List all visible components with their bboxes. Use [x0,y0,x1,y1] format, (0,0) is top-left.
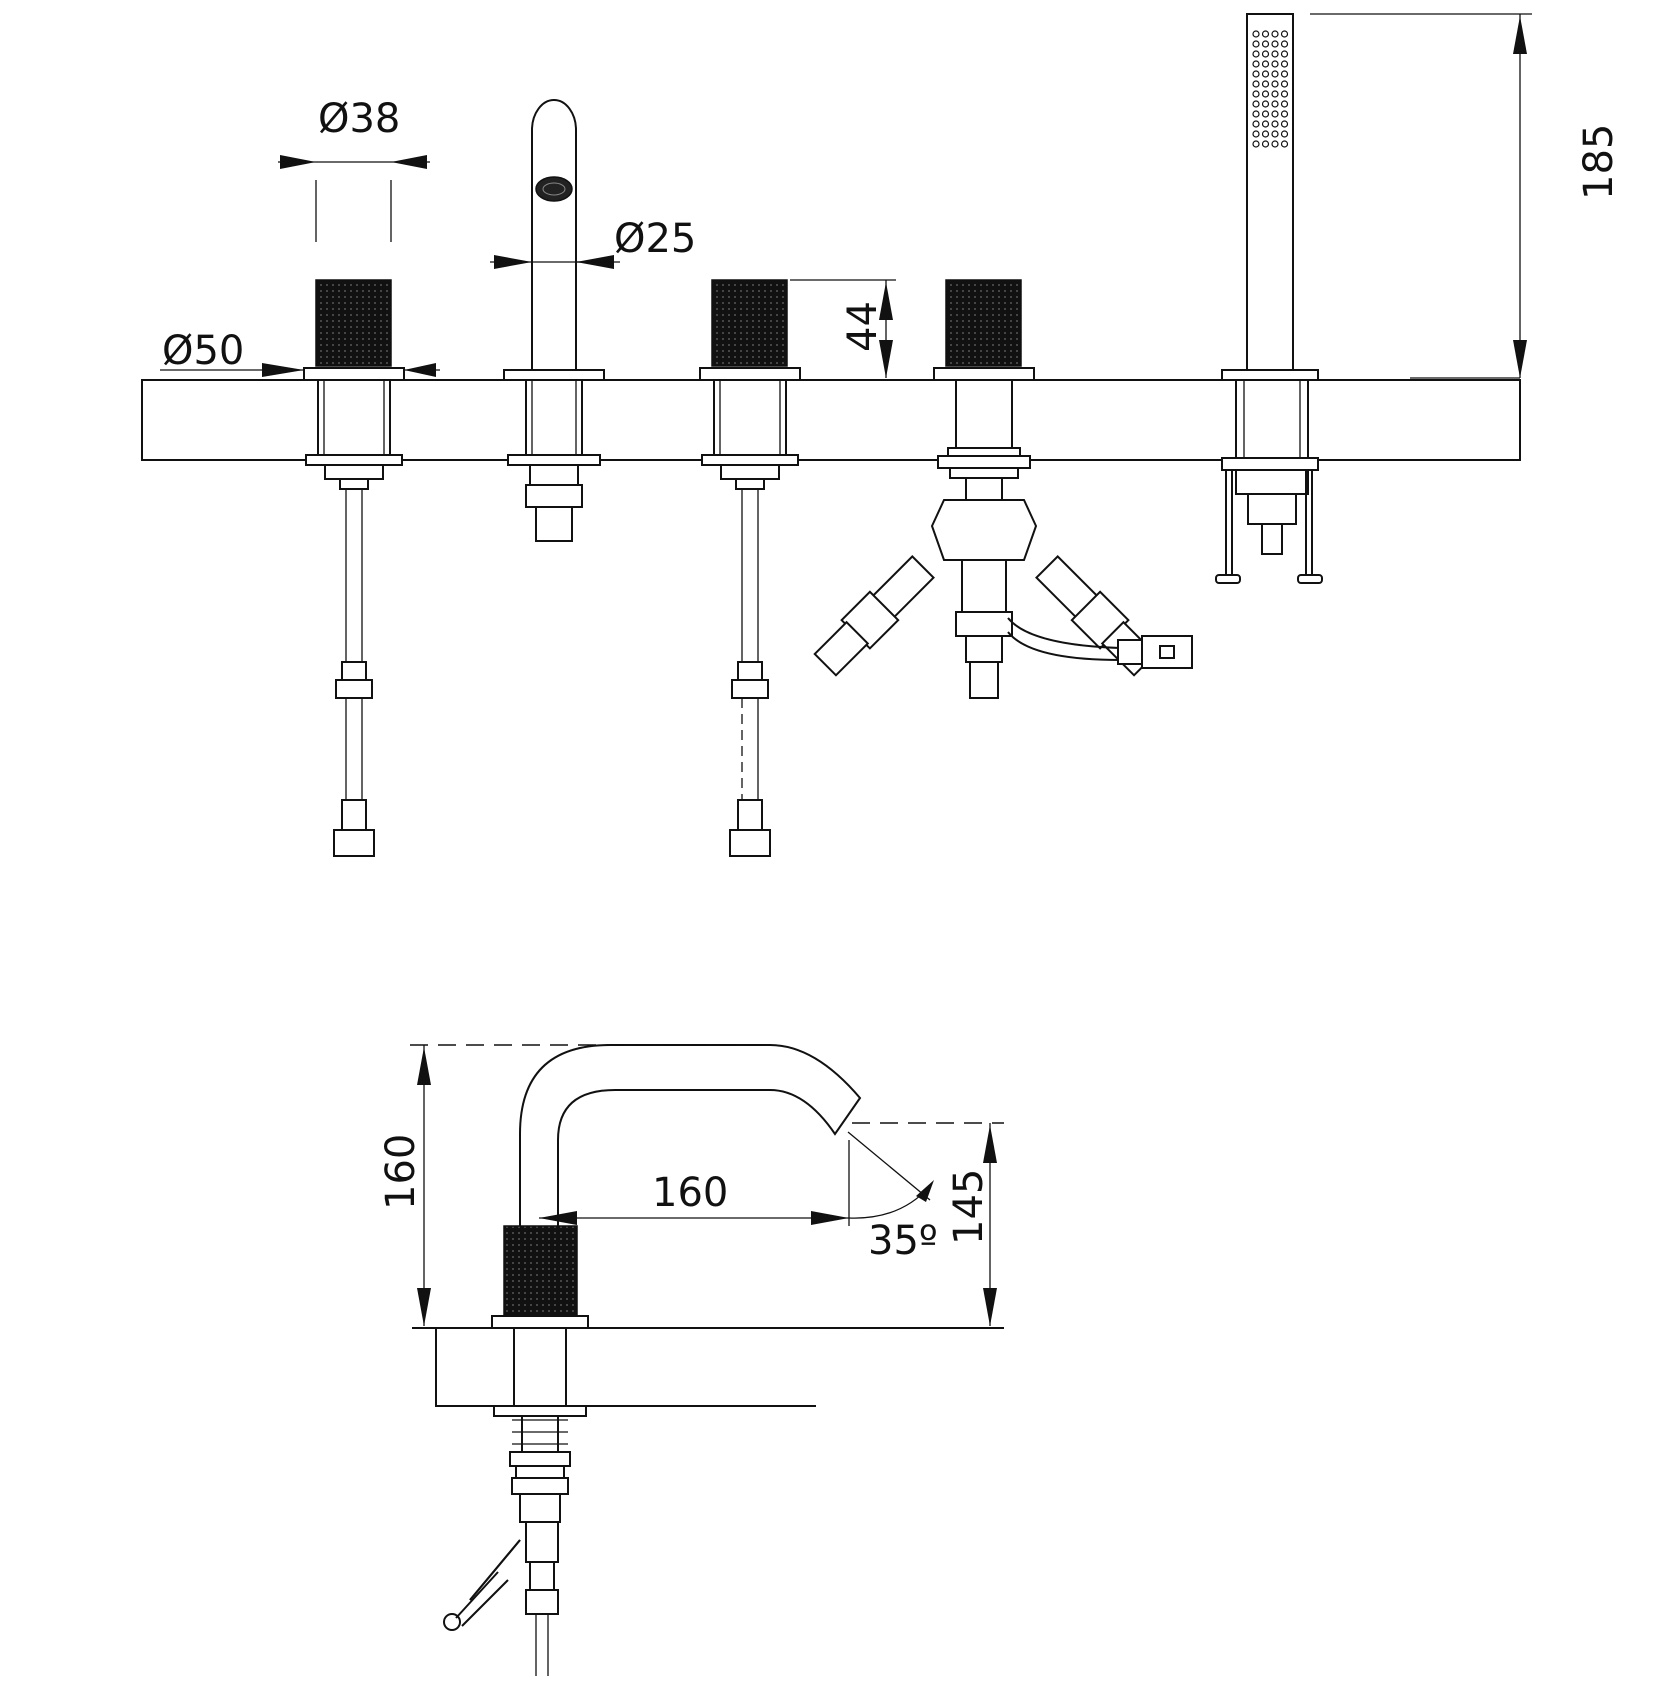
spray-nozzle [1252,50,1260,58]
spray-nozzle [1280,70,1289,78]
spray-nozzle [1261,100,1270,108]
spray-nozzle [1252,30,1260,38]
middle-handle-knurled [711,279,788,367]
diverter-assembly [813,279,1193,699]
spray-nozzle [1261,70,1270,78]
spray-nozzle [1252,120,1260,128]
label-handle-height: 44 [840,301,886,352]
spray-nozzle [1271,70,1279,78]
left-handle-assembly [303,279,405,857]
spray-nozzle [1280,60,1289,68]
label-outlet-height: 145 [946,1169,992,1245]
spray-nozzle [1252,110,1260,118]
dimension-spout-reach: 160 [539,1140,850,1226]
spray-nozzle [1261,130,1270,138]
spray-nozzle [1261,90,1270,98]
dimension-flow-angle: 35º [847,1131,938,1264]
spray-nozzle [1252,140,1260,148]
spray-nozzle [1252,60,1260,68]
spray-nozzle [1271,50,1279,58]
spray-nozzle [1280,120,1289,128]
spray-nozzle [1261,50,1270,58]
spray-nozzle [1271,80,1279,88]
dimension-handle-height: 44 [790,279,896,378]
front-elevation-view: Ø38 Ø25 Ø50 44 [141,13,1622,857]
label-spout-reach: 160 [652,1170,728,1216]
spray-nozzle [1280,80,1289,88]
spray-nozzle [1252,80,1260,88]
label-handle-diameter: Ø38 [318,96,400,142]
spray-nozzle [1271,90,1279,98]
spray-nozzle [1261,80,1270,88]
spout-assembly [503,99,605,542]
middle-handle-assembly [699,279,801,857]
diverter-handle-knurled [945,279,1022,367]
spray-nozzle [1261,40,1270,48]
handshower-handle [1246,13,1294,371]
dimension-base-diameter: Ø50 [160,328,440,377]
aerator [535,176,573,202]
dimension-spout-total-height: 160 [378,1045,431,1326]
spray-nozzle [1252,100,1260,108]
spray-nozzle [1261,140,1270,148]
dimension-handshower-height: 185 [1310,13,1622,379]
spray-nozzle [1280,50,1289,58]
spout-body [531,99,577,371]
dimension-spout-diameter: Ø25 [490,216,696,269]
spray-nozzle [1252,70,1260,78]
spray-nozzle [1252,40,1260,48]
left-handle-knurled [315,279,392,367]
spray-nozzle [1271,120,1279,128]
spray-nozzle [1271,100,1279,108]
spray-nozzle [1271,30,1279,38]
spray-nozzle [1280,30,1289,38]
spout-profile [519,1044,862,1226]
handshower-assembly [1215,13,1323,584]
spray-nozzle [1280,110,1289,118]
spray-nozzle [1271,110,1279,118]
label-spout-total-height: 160 [378,1134,424,1210]
spray-nozzle [1271,140,1279,148]
spray-nozzle [1280,90,1289,98]
dimension-outlet-height: 145 [860,1123,1004,1329]
spray-nozzle [1252,130,1260,138]
spray-nozzle [1261,30,1270,38]
spray-nozzle [1271,60,1279,68]
label-base-diameter: Ø50 [162,328,244,374]
spray-nozzle [1261,120,1270,128]
deck-rim [141,379,1521,461]
side-elevation-view: 160 160 145 35º [378,1044,1004,1676]
spray-nozzle [1252,90,1260,98]
spray-nozzle [1271,130,1279,138]
spray-nozzle [1280,40,1289,48]
label-handshower-height: 185 [1576,124,1622,200]
spray-nozzle [1280,130,1289,138]
spray-nozzle [1261,60,1270,68]
label-flow-angle: 35º [868,1218,938,1264]
spray-nozzle [1271,40,1279,48]
spout-base-knurled [503,1225,578,1317]
dimension-handle-diameter: Ø38 [278,96,430,242]
spray-nozzle [1280,140,1289,148]
spray-nozzle [1261,110,1270,118]
label-spout-diameter: Ø25 [614,216,696,262]
handshower-spray-face [1252,30,1289,148]
spray-nozzle [1280,100,1289,108]
